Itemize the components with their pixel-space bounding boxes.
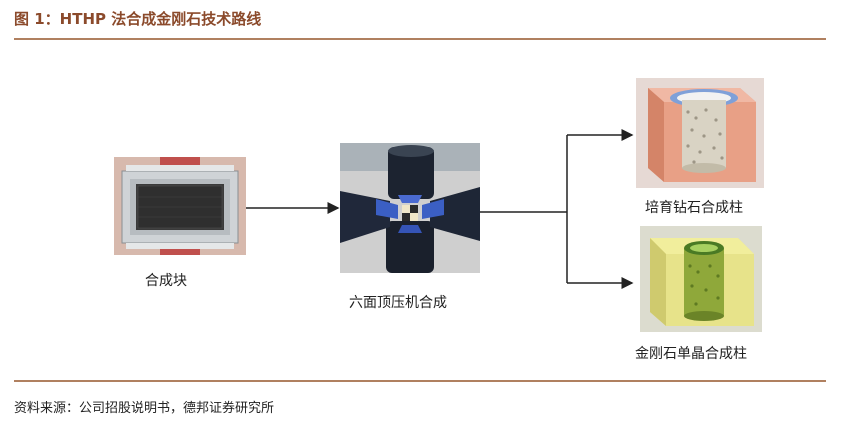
bottom-divider [14,380,826,382]
cubic-press-image [340,143,480,273]
label-cvd-column: 培育钻石合成柱 [645,200,743,216]
single-crystal-column-image [640,226,762,332]
synthesis-block-image [114,157,246,255]
label-cubic-press: 六面顶压机合成 [349,295,447,311]
source-note: 资料来源：公司招股说明书，德邦证券研究所 [14,401,275,416]
label-synthesis-block: 合成块 [145,273,187,289]
figure-title: 图 1：HTHP 法合成金刚石技术路线 [14,10,262,28]
cvd-column-image [636,78,764,188]
top-divider [14,38,826,40]
label-single-crystal-column: 金刚石单晶合成柱 [635,346,747,362]
